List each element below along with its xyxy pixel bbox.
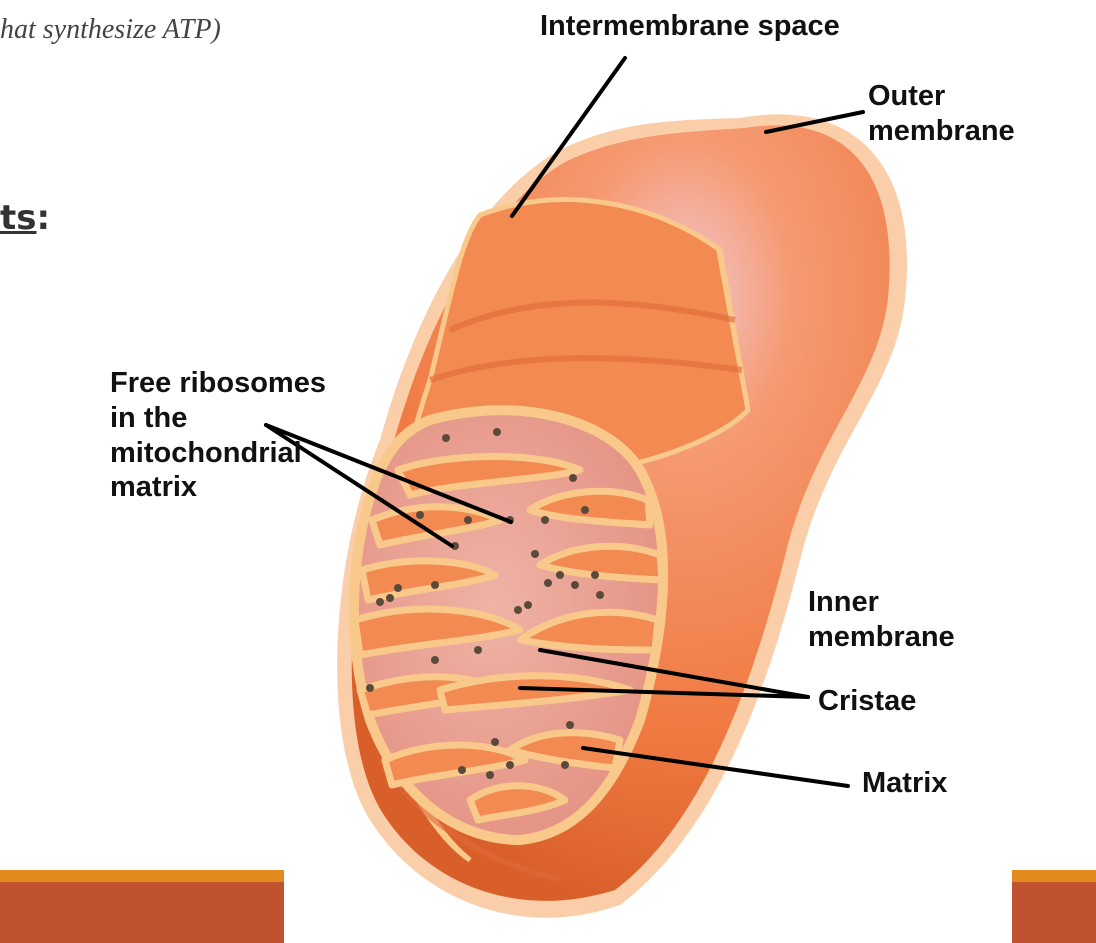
ribosome: [416, 511, 424, 519]
ribosome: [556, 571, 564, 579]
ribosome: [571, 581, 579, 589]
ribosome: [569, 474, 577, 482]
ribosome: [366, 684, 374, 692]
ribosome: [431, 656, 439, 664]
ribosome: [506, 761, 514, 769]
label-free-ribosomes: Free ribosomes in the mitochondrial matr…: [110, 366, 326, 505]
ribosome: [486, 771, 494, 779]
ribosome: [458, 766, 466, 774]
ribosome: [524, 601, 532, 609]
ribosome: [596, 591, 604, 599]
ribosome: [541, 516, 549, 524]
label-matrix: Matrix: [862, 766, 947, 801]
ribosome: [514, 606, 522, 614]
ribosome: [493, 428, 501, 436]
ribosome: [394, 584, 402, 592]
ribosome: [491, 738, 499, 746]
label-intermembrane-space: Intermembrane space: [540, 9, 840, 44]
label-outer-membrane: Outer membrane: [868, 79, 1015, 149]
ribosome: [474, 646, 482, 654]
ribosome: [442, 434, 450, 442]
label-inner-membrane: Inner membrane: [808, 585, 955, 655]
ribosome: [561, 761, 569, 769]
ribosome: [376, 598, 384, 606]
ribosome: [431, 581, 439, 589]
label-cristae: Cristae: [818, 684, 916, 719]
ribosome: [386, 594, 394, 602]
ribosome: [566, 721, 574, 729]
ribosome: [581, 506, 589, 514]
ribosome: [591, 571, 599, 579]
ribosome: [544, 579, 552, 587]
ribosome: [464, 516, 472, 524]
ribosome: [531, 550, 539, 558]
